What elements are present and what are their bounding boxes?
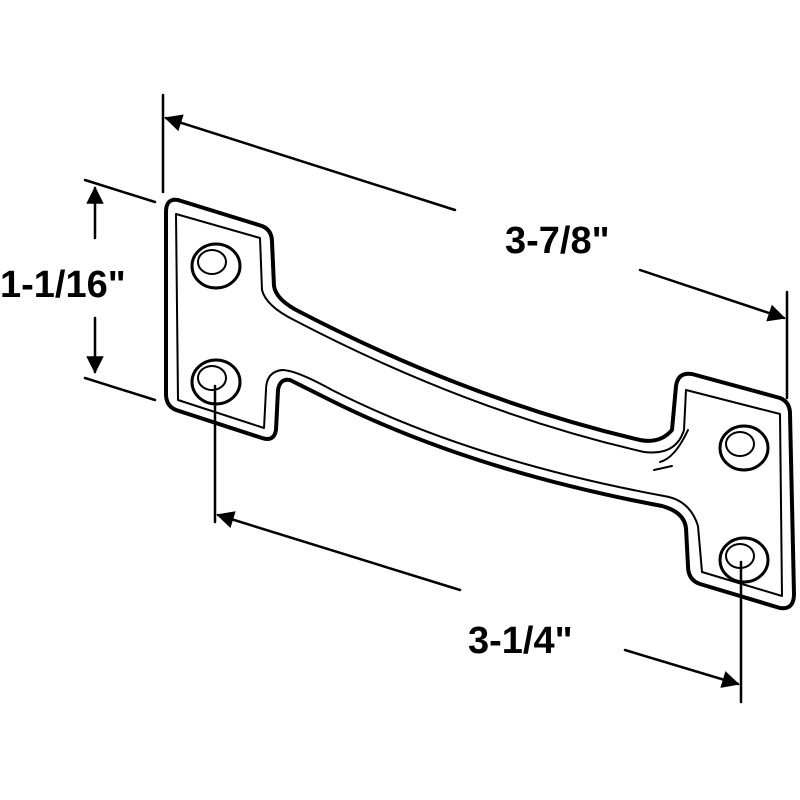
hole-spacing-label: 3-1/4" bbox=[468, 620, 573, 662]
hole bbox=[725, 431, 755, 457]
height-label: 1-1/16" bbox=[0, 264, 126, 306]
handle-outline bbox=[164, 197, 796, 611]
hole bbox=[197, 365, 227, 391]
dimension-overall-length bbox=[161, 93, 789, 400]
dimension-height bbox=[83, 178, 157, 402]
bend-mark bbox=[659, 429, 689, 463]
overall-length-label: 3-7/8" bbox=[505, 220, 610, 262]
dimension-hole-spacing bbox=[213, 384, 743, 704]
handle-inner-edge bbox=[175, 213, 783, 597]
hole bbox=[718, 536, 770, 584]
hole bbox=[190, 242, 242, 290]
bend-mark bbox=[653, 465, 673, 471]
hole bbox=[718, 424, 770, 472]
hole bbox=[197, 249, 227, 275]
